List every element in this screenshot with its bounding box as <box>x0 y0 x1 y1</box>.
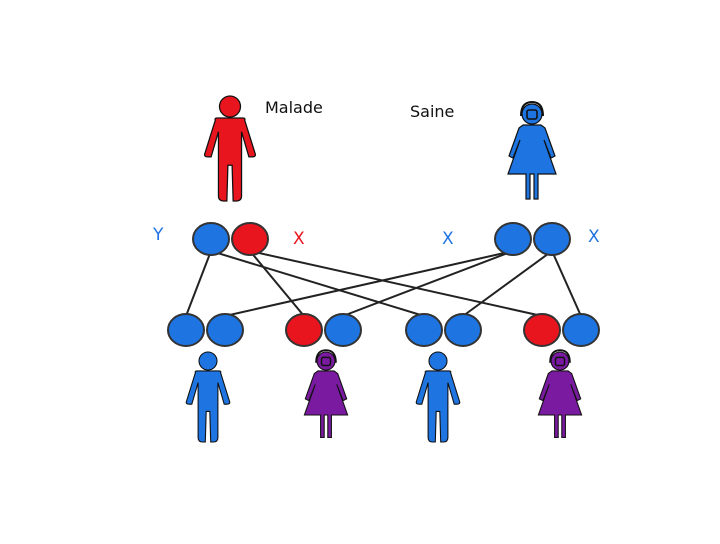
mother-silhouette <box>507 101 557 200</box>
father-silhouette <box>203 95 257 202</box>
children-figures <box>185 349 583 443</box>
father-label: Malade <box>265 98 323 117</box>
child-allele-circle <box>206 313 244 347</box>
child-allele-circle <box>523 313 561 347</box>
parent-allele-circle <box>231 222 269 256</box>
inheritance-line <box>185 250 212 317</box>
parent-allele-circle <box>192 222 230 256</box>
child-silhouette-2 <box>303 349 349 439</box>
inheritance-line <box>210 250 425 317</box>
inheritance-line <box>249 250 305 317</box>
child-allele-circle <box>167 313 205 347</box>
child-silhouette-1 <box>185 351 231 443</box>
x-father-label: X <box>293 229 305 249</box>
inheritance-line <box>462 250 553 317</box>
x-mother-label-1: X <box>442 229 454 249</box>
father-figure <box>203 95 257 202</box>
parent-allele-circle <box>533 222 571 256</box>
child-allele-circle <box>405 313 443 347</box>
mother-figure <box>507 101 557 200</box>
child-silhouette-3 <box>415 351 461 443</box>
child-silhouette-4 <box>537 349 583 439</box>
child-allele-circle <box>285 313 323 347</box>
child-allele-circle <box>562 313 600 347</box>
inheritance-line <box>224 250 514 317</box>
x-mother-label-2: X <box>588 227 600 247</box>
child-allele-circle <box>324 313 362 347</box>
mother-label: Saine <box>410 102 455 121</box>
inheritance-line <box>249 250 543 317</box>
inheritance-line <box>342 250 514 317</box>
child-allele-circle <box>444 313 482 347</box>
y-chromosome-label: Y <box>153 225 164 245</box>
allele-circles <box>167 222 600 347</box>
parent-allele-circle <box>494 222 532 256</box>
inheritance-line <box>551 250 582 317</box>
inheritance-lines <box>185 250 582 317</box>
